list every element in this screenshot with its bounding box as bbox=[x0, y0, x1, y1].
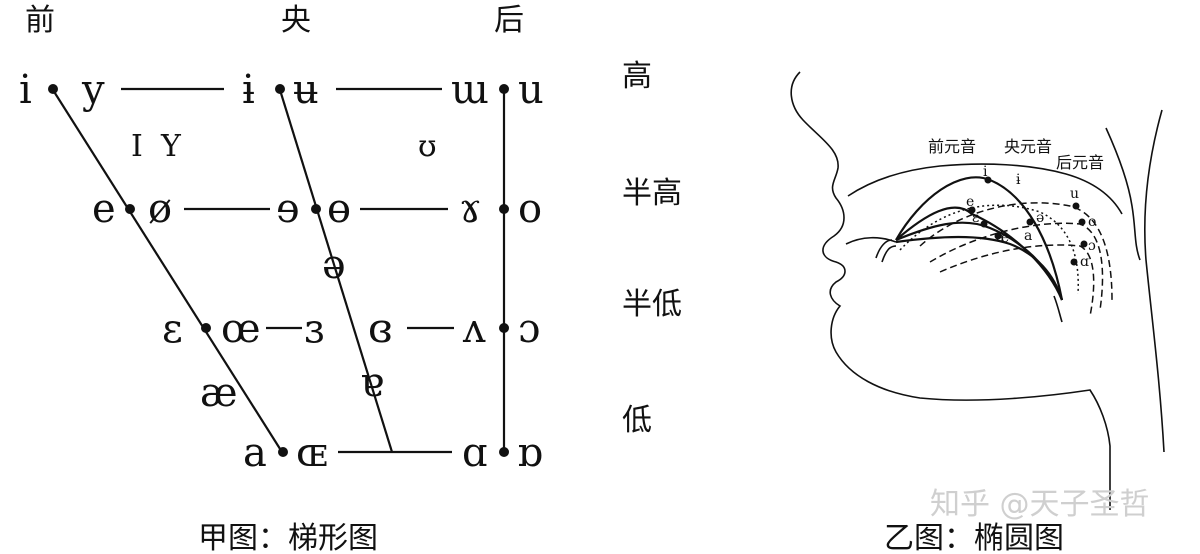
vowel-small-cap-y: Y bbox=[160, 129, 182, 164]
dot-a bbox=[278, 447, 288, 457]
vowel-closed-reversed-open-e: ɞ bbox=[368, 306, 393, 352]
vowel-i: i bbox=[19, 67, 32, 113]
ellipse-vowel-script-a: ɑ bbox=[1080, 254, 1089, 270]
vowel-e: e bbox=[92, 186, 116, 232]
vowel-turned-v: ʌ bbox=[462, 306, 486, 352]
vowel-turned-a: ɐ bbox=[360, 360, 384, 406]
height-label-half-high: 半高 bbox=[622, 176, 682, 211]
vowel-oe: œ bbox=[221, 306, 261, 352]
ellipse-vowel-u: u bbox=[1070, 186, 1079, 202]
tongue-arc-open-o bbox=[939, 244, 1095, 317]
dot-open-e bbox=[201, 323, 211, 333]
vowel-ash: æ bbox=[200, 370, 238, 416]
column-label-front: 前 bbox=[25, 3, 55, 38]
tongue-arc-schwa bbox=[899, 204, 1079, 295]
palate-outline bbox=[847, 163, 1123, 215]
dot-barred-i bbox=[275, 84, 285, 94]
dot-o bbox=[499, 204, 509, 214]
ellipse-chart: i ɨ u e ɛ ə o æ ɔ ɑ a 前元音 央元音 后元音 知乎 @天子… bbox=[790, 71, 1165, 554]
vowel-barred-u: ʉ bbox=[293, 67, 319, 113]
ellipse-dot-schwa bbox=[1026, 218, 1034, 226]
vowel-reversed-open-e: ɜ bbox=[304, 306, 324, 352]
ellipse-vowel-i: i bbox=[983, 164, 988, 180]
vowel-dots bbox=[48, 84, 509, 457]
vowel-barred-o: ɵ bbox=[327, 186, 351, 232]
vowel-o-slash: ø bbox=[148, 186, 172, 232]
front-edge-line bbox=[52, 89, 283, 453]
label-central-vowels: 央元音 bbox=[1004, 137, 1052, 156]
ellipse-vowel-schwa: ə bbox=[1036, 210, 1044, 226]
ellipse-dot-open-o bbox=[1080, 240, 1088, 248]
tongue-root bbox=[1053, 295, 1063, 323]
head-profile-outline bbox=[790, 71, 1111, 510]
ellipse-vowel-barred-i: ɨ bbox=[1016, 172, 1021, 188]
ellipse-dot-a bbox=[994, 232, 1002, 240]
column-label-back: 后 bbox=[494, 3, 524, 38]
vowel-a: a bbox=[243, 430, 267, 476]
dot-turned-v bbox=[499, 323, 509, 333]
vowel-barred-i: ɨ bbox=[242, 67, 255, 113]
vowel-turned-m: ɯ bbox=[451, 67, 489, 113]
ellipse-vowel-epsilon: ɛ bbox=[972, 210, 979, 226]
teeth-outline bbox=[875, 239, 897, 263]
label-back-vowels: 后元音 bbox=[1056, 153, 1104, 172]
dot-i bbox=[48, 84, 58, 94]
tongue-arc-a bbox=[895, 235, 1064, 301]
ellipse-dot-o bbox=[1078, 218, 1086, 226]
ellipse-vowel-open-o: ɔ bbox=[1088, 238, 1096, 254]
vowel-schwa: ə bbox=[322, 242, 346, 288]
dot-script-a bbox=[499, 447, 509, 457]
vowel-small-cap-i: I bbox=[131, 129, 143, 164]
ellipse-vowel-ash: æ bbox=[996, 230, 1009, 246]
height-label-low: 低 bbox=[622, 403, 652, 438]
vowel-upsilon: ʊ bbox=[418, 129, 437, 164]
vowel-reversed-e: ɘ bbox=[276, 186, 300, 232]
height-label-half-low: 半低 bbox=[622, 287, 682, 322]
watermark: 知乎 @天子圣哲 bbox=[930, 487, 1150, 522]
label-front-vowels: 前元音 bbox=[928, 137, 976, 156]
trapezoid-chart: 前 央 后 高 半高 半低 低 i bbox=[19, 3, 682, 554]
ellipse-dot-e bbox=[968, 206, 976, 214]
dot-e bbox=[125, 204, 135, 214]
vowel-open-o: ɔ bbox=[518, 306, 540, 352]
vowel-y: y bbox=[81, 67, 105, 113]
ellipse-vowel-o: o bbox=[1088, 214, 1096, 230]
ellipse-vowel-a: a bbox=[1024, 228, 1032, 244]
vowel-o: o bbox=[518, 186, 542, 232]
neck-outline bbox=[1144, 109, 1165, 453]
vowel-script-a: ɑ bbox=[462, 430, 488, 476]
vowel-rams-horn: ɤ bbox=[459, 186, 482, 232]
vowel-u: u bbox=[518, 67, 544, 113]
central-edge-line bbox=[278, 89, 394, 453]
skull-base-outline bbox=[1105, 127, 1141, 261]
ellipse-dot-u bbox=[1072, 202, 1080, 210]
tongue-arc-u bbox=[919, 202, 1113, 301]
ellipse-dot-open-e bbox=[980, 220, 988, 228]
height-label-high: 高 bbox=[622, 59, 652, 94]
ellipse-dot-i bbox=[984, 176, 992, 184]
ellipse-dot-script-a bbox=[1070, 258, 1078, 266]
vowel-small-cap-oe: ɶ bbox=[296, 430, 328, 476]
ellipse-vowel-e: e bbox=[966, 194, 974, 210]
ellipse-dots bbox=[968, 176, 1088, 266]
vowel-open-e: ɛ bbox=[162, 306, 183, 352]
column-label-central: 央 bbox=[281, 3, 311, 38]
ellipse-caption: 乙图：椭圆图 bbox=[884, 521, 1064, 554]
trapezoid-caption: 甲图：梯形图 bbox=[198, 521, 378, 554]
vowel-turned-script-a: ɒ bbox=[517, 430, 543, 476]
dot-u bbox=[499, 84, 509, 94]
dot-reversed-e bbox=[311, 204, 321, 214]
